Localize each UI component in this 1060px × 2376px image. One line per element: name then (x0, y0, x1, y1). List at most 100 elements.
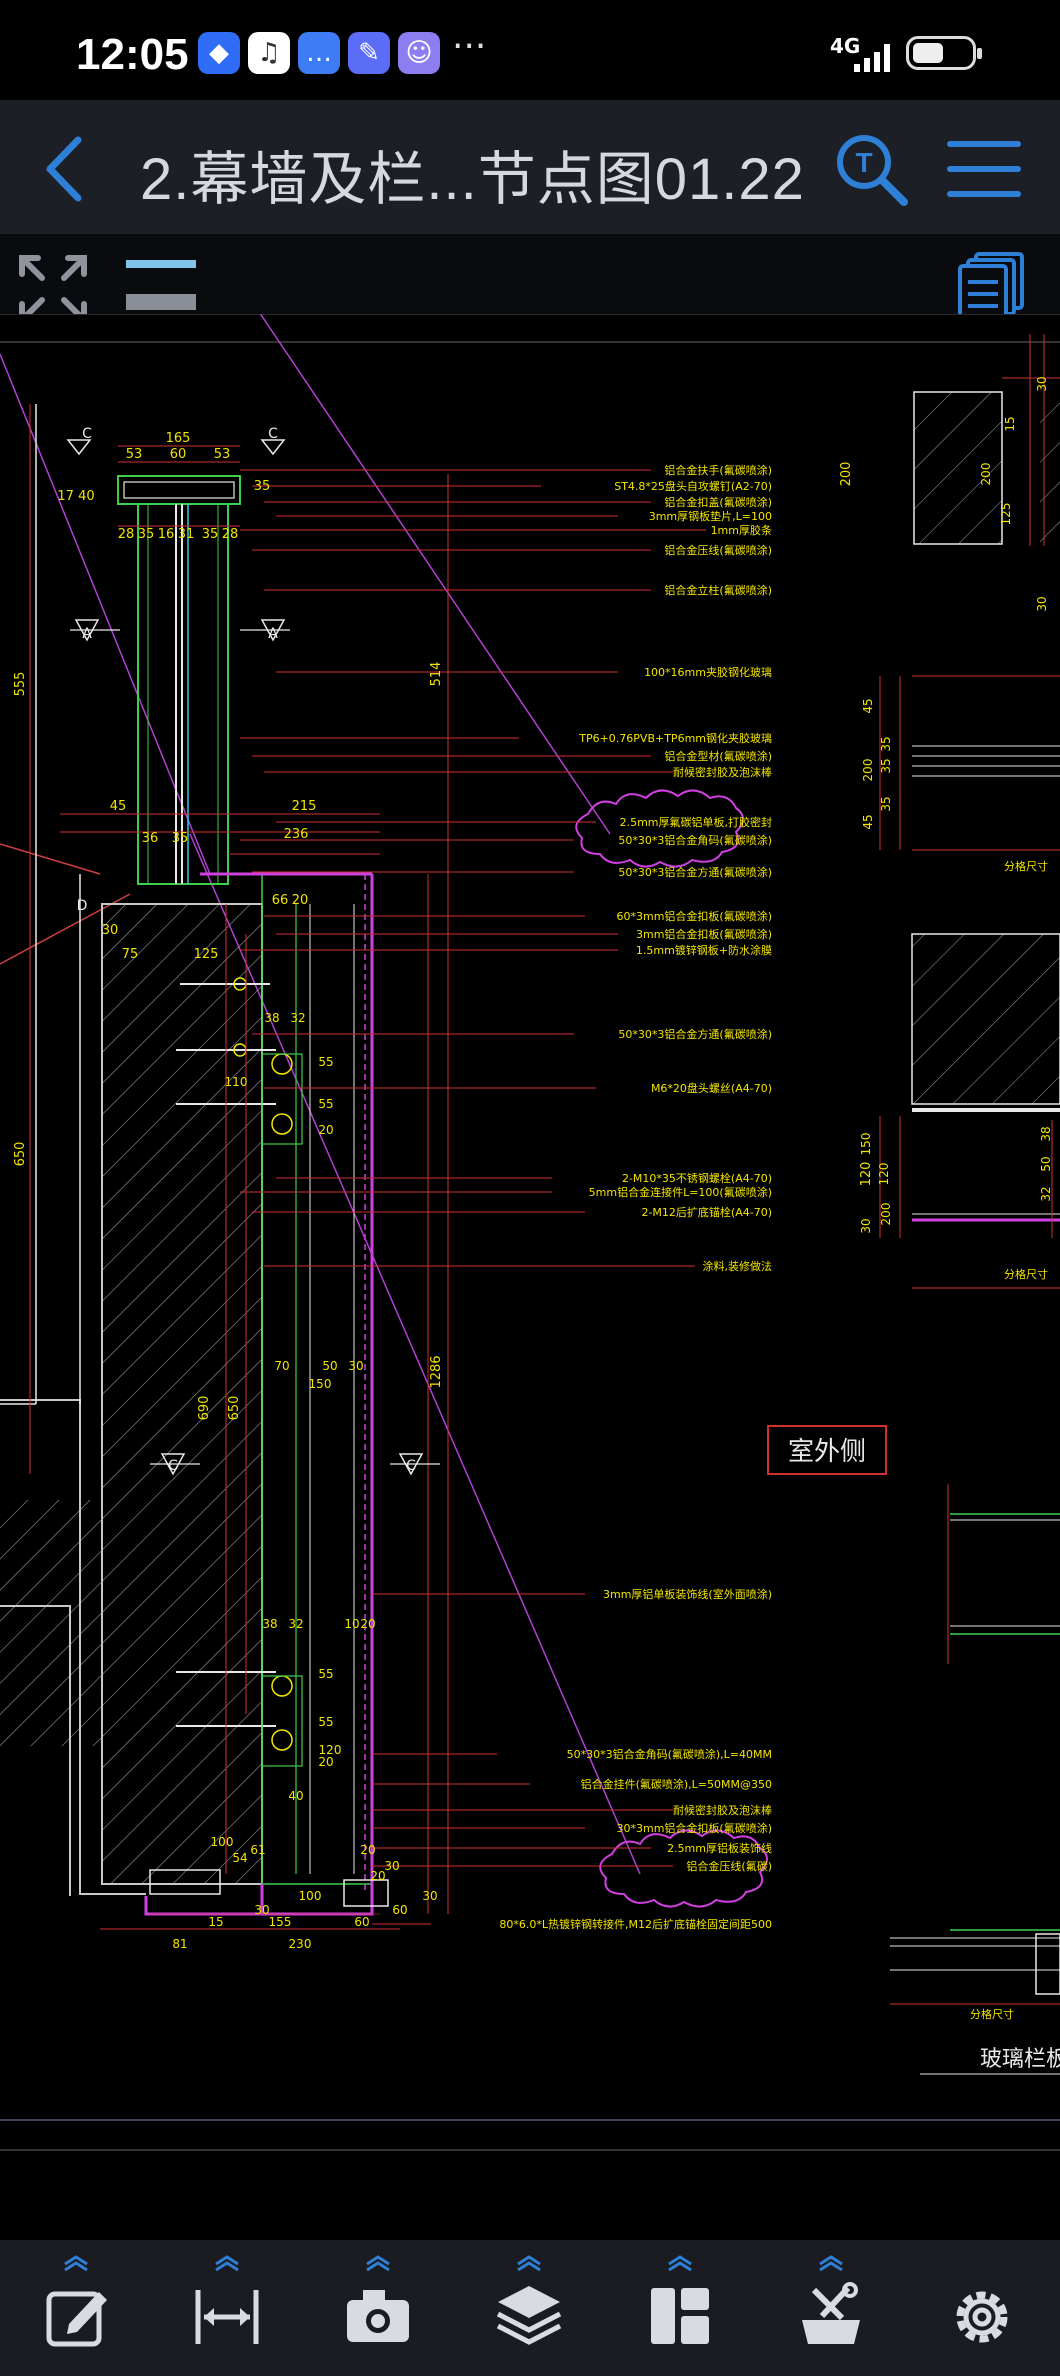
settings-icon[interactable] (947, 2280, 1017, 2350)
corner-detail-title: 玻璃栏板转角 (980, 2047, 1060, 2072)
measure-tool-icon[interactable] (192, 2280, 262, 2350)
dimension-text: 45 (110, 799, 127, 814)
dimension-text: 55 (318, 1715, 333, 1729)
dimension-text: 215 (292, 799, 317, 814)
dimension-text: 35 (879, 796, 893, 811)
layers-tool-icon[interactable] (494, 2280, 564, 2350)
section-mark: C (168, 1458, 178, 1474)
expand-chevron-icon[interactable] (61, 2254, 91, 2272)
settings-button[interactable] (912, 2240, 1052, 2376)
dimension-text: 236 (284, 827, 309, 842)
dimension-text: 38 (1039, 1126, 1053, 1141)
menu-icon[interactable] (946, 136, 1022, 202)
callout-text: 50*30*3铝合金角码(氟碳喷涂) (618, 833, 772, 847)
dimension-text: 32 (288, 1617, 303, 1631)
dimension-text: 35 (172, 831, 189, 846)
callout-text: 耐候密封胶及泡沫棒 (673, 765, 772, 779)
callout-text: 50*30*3铝合金角码(氟碳喷涂),L=40MM (567, 1747, 772, 1761)
dimension-text: 61 (250, 1843, 265, 1857)
text-search-icon[interactable]: T (832, 130, 912, 210)
expand-chevron-icon[interactable] (816, 2254, 846, 2272)
callout-text: 铝合金型材(氟碳喷涂) (664, 749, 772, 763)
dimension-text: 45 (861, 814, 875, 829)
tools-button[interactable] (761, 2240, 901, 2376)
dimension-text: 200 (879, 1203, 893, 1226)
shield-app-icon: ◆ (198, 32, 240, 74)
dimension-text: 30 (254, 1903, 269, 1917)
section-mark: C (268, 426, 278, 442)
back-arrow-icon[interactable] (38, 134, 98, 204)
expand-chevron-icon[interactable] (514, 2254, 544, 2272)
dimension-text: 53 (214, 447, 231, 462)
callout-text: 50*30*3铝合金方通(氟碳喷涂) (618, 865, 772, 879)
title-bar: 2.幕墙及栏...节点图01.22 T (0, 100, 1060, 234)
dimension-text: 125 (999, 503, 1013, 526)
vertical-dimension-text: 650 (227, 1396, 242, 1421)
callout-text: 5mm铝合金连接件L=100(氟碳喷涂) (589, 1185, 772, 1199)
dimension-text: 125 (194, 947, 219, 962)
layers-tool-button[interactable] (459, 2240, 599, 2376)
callout-text: 耐候密封胶及泡沫棒 (673, 1803, 772, 1817)
dimension-text: 38 (262, 1617, 277, 1631)
callout-text: 1mm厚胶条 (711, 523, 772, 537)
chat-app-icon: … (298, 32, 340, 74)
camera-tool-button[interactable] (308, 2240, 448, 2376)
dimension-text: 155 (269, 1915, 292, 1929)
section-mark: A (82, 626, 92, 642)
callout-text: 100*16mm夹胶钢化玻璃 (644, 665, 772, 679)
camera-tool-icon[interactable] (343, 2280, 413, 2350)
callout-text: TP6+0.76PVB+TP6mm钢化夹胶玻璃 (578, 731, 772, 745)
expand-chevron-icon[interactable] (665, 2254, 695, 2272)
pen-app-icon: ✎ (348, 32, 390, 74)
measure-tool-button[interactable] (157, 2240, 297, 2376)
dimension-text: 20 (318, 1755, 333, 1769)
section-mark: D (77, 898, 88, 914)
callout-text: 3mm铝合金扣板(氟碳喷涂) (636, 927, 772, 941)
dimension-text: 150 (309, 1377, 332, 1391)
grid-size-label: 分格尺寸 (1004, 1267, 1048, 1281)
expand-chevron-icon[interactable] (212, 2254, 242, 2272)
drawing-canvas[interactable]: 铝合金扶手(氟碳喷涂)ST4.8*25盘头自攻螺钉(A2-70)铝合金扣盖(氟碳… (0, 314, 1060, 2240)
dimension-text: 60 (392, 1903, 407, 1917)
layout-sheets-icon[interactable] (958, 250, 1028, 324)
dimension-text: 53 (126, 447, 143, 462)
dimension-text: 150 (859, 1133, 873, 1156)
vertical-dimension-text: 200 (839, 462, 854, 487)
dimension-text: 40 (288, 1789, 303, 1803)
dimension-text: 17 40 (57, 489, 94, 504)
section-mark: C (82, 426, 92, 442)
callout-text: 2.5mm厚铝板装饰线 (667, 1841, 772, 1855)
cad-drawing[interactable]: 铝合金扶手(氟碳喷涂)ST4.8*25盘头自攻螺钉(A2-70)铝合金扣盖(氟碳… (0, 314, 1060, 2240)
dimension-text: 30 (102, 923, 119, 938)
dimension-text: 60 (170, 447, 187, 462)
dimension-text: 35 (879, 758, 893, 773)
battery-icon (906, 36, 982, 70)
vertical-dimension-text: 514 (429, 662, 444, 687)
dimension-text: 36 (142, 831, 159, 846)
dimension-text: 20 (370, 1869, 385, 1883)
dimension-text: 110 (225, 1075, 248, 1089)
callout-text: 2-M12后扩底锚栓(A4-70) (641, 1205, 772, 1219)
section-mark: C (406, 1458, 416, 1474)
layout-tool-icon[interactable] (645, 2280, 715, 2350)
dimension-text: 30 (422, 1889, 437, 1903)
edit-tool-icon[interactable] (41, 2280, 111, 2350)
callout-text: 3mm厚钢板垫片,L=100 (649, 509, 772, 523)
tools-icon[interactable] (796, 2280, 866, 2350)
dimension-text: 15 (1003, 416, 1017, 431)
expand-chevron-icon[interactable] (363, 2254, 393, 2272)
svg-text:T: T (855, 147, 872, 178)
dimension-text: 45 (861, 698, 875, 713)
layout-tool-button[interactable] (610, 2240, 750, 2376)
edit-tool-button[interactable] (6, 2240, 146, 2376)
dimension-text: 20 (292, 893, 309, 908)
callout-text: ST4.8*25盘头自攻螺钉(A2-70) (614, 479, 772, 493)
dimension-text: 200 (861, 759, 875, 782)
dimension-text: 230 (289, 1937, 312, 1951)
dimension-text: 70 (274, 1359, 289, 1373)
dimension-text: 35 (138, 527, 155, 542)
callout-text: 铝合金挂件(氟碳喷涂),L=50MM@350 (581, 1777, 772, 1791)
callout-text: 50*30*3铝合金方通(氟碳喷涂) (618, 1027, 772, 1041)
line-weight-icon[interactable] (124, 254, 200, 314)
dimension-text: 31 (178, 527, 195, 542)
